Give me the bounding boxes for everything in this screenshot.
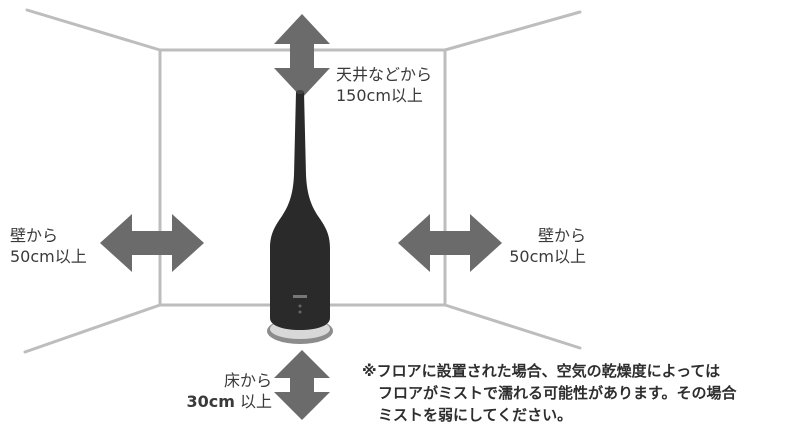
note-line3: ミストを弱にしてください。 xyxy=(378,406,573,424)
note-line1: ※フロアに設置された場合、空気の乾燥度によっては xyxy=(362,362,721,380)
wall-right-label-line1: 壁から xyxy=(537,226,586,245)
note-line2: フロアがミストで濡れる可能性があります。その場合 xyxy=(378,384,737,402)
wall-left-label-line1: 壁から xyxy=(10,226,59,245)
device-body xyxy=(270,92,330,330)
floor-left xyxy=(23,303,162,354)
wall-right-label-line2: 50cm以上 xyxy=(509,247,586,266)
ceiling-label-line2: 150cm以上 xyxy=(336,86,423,105)
back-wall-top-right xyxy=(443,10,582,52)
floor-label-value: 30cm xyxy=(186,392,235,411)
arrows xyxy=(100,14,502,420)
wall-left-label-line2: 50cm以上 xyxy=(10,247,87,266)
wall-left-arrow xyxy=(100,214,204,272)
wall-right-arrow xyxy=(398,214,502,272)
floor-label-line1: 床から xyxy=(223,371,272,390)
humidifier-device xyxy=(267,90,333,344)
wall-left-clearance-label: 壁から 50cm以上 xyxy=(10,225,87,267)
floor-arrow xyxy=(274,350,330,420)
floor-label-unit: 以上 xyxy=(239,392,272,411)
back-wall-top-left xyxy=(25,8,162,52)
caution-note: ※フロアに設置された場合、空気の乾燥度によっては フロアがミストで濡れる可能性が… xyxy=(362,360,737,426)
floor-right xyxy=(443,303,582,350)
wall-right-clearance-label: 壁から 50cm以上 xyxy=(508,225,586,267)
device-logo xyxy=(293,295,307,298)
ceiling-arrow xyxy=(274,14,330,98)
floor-clearance-label: 床から 30cm 以上 xyxy=(180,370,272,412)
ceiling-label-line1: 天井などから xyxy=(336,65,433,84)
ceiling-clearance-label: 天井などから 150cm以上 xyxy=(336,64,432,106)
